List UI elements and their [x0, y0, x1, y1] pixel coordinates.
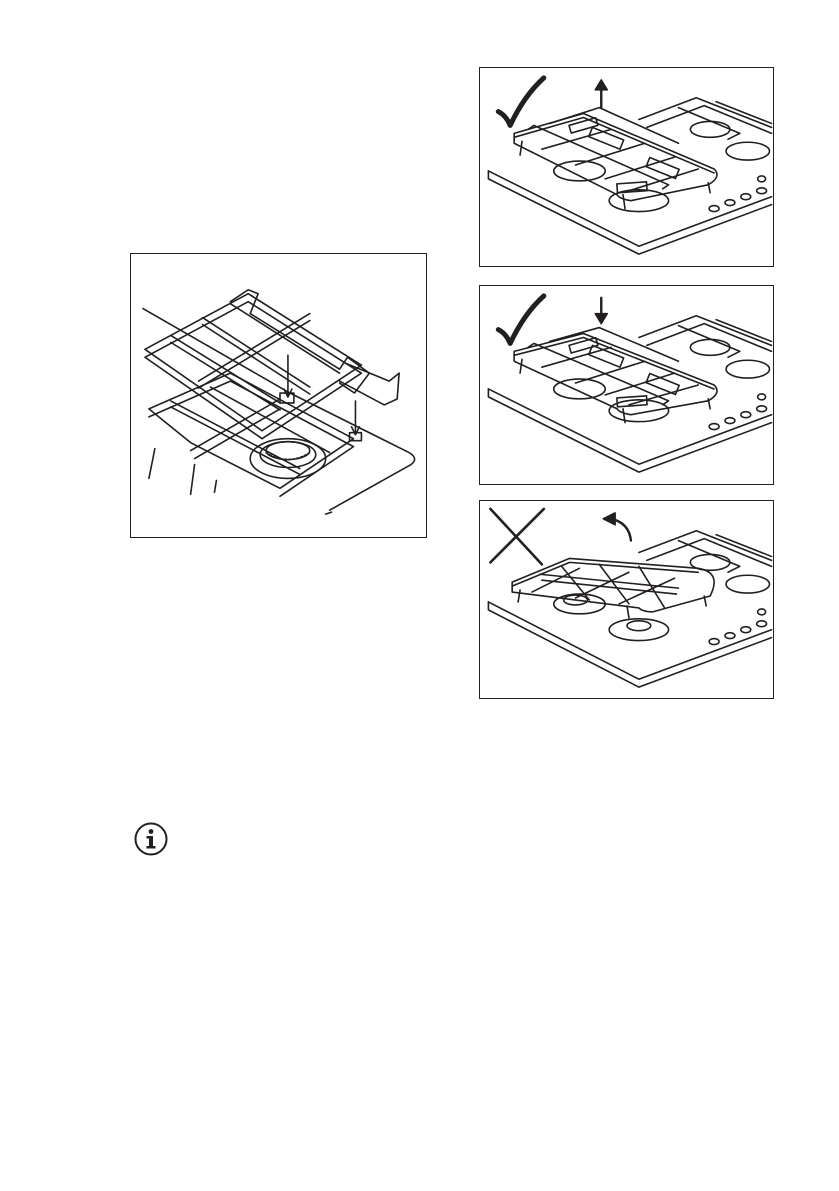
checkmark-icon: [498, 78, 544, 126]
hob-illustration: [488, 316, 771, 472]
correct-lift-figure: [479, 67, 774, 267]
arrow-up-icon: [595, 80, 607, 108]
checkmark-icon: [498, 296, 544, 344]
pan-support-clips-illustration: [131, 254, 426, 537]
pan-support-clips-figure: [130, 253, 427, 538]
hob-illustration: [488, 98, 771, 254]
info-icon: [134, 822, 168, 856]
incorrect-tilt-figure: [479, 500, 774, 699]
arrow-down-icon: [595, 298, 607, 324]
curved-arrow-icon: [603, 513, 631, 541]
correct-place-figure: [479, 285, 774, 485]
cross-icon: [490, 509, 543, 564]
